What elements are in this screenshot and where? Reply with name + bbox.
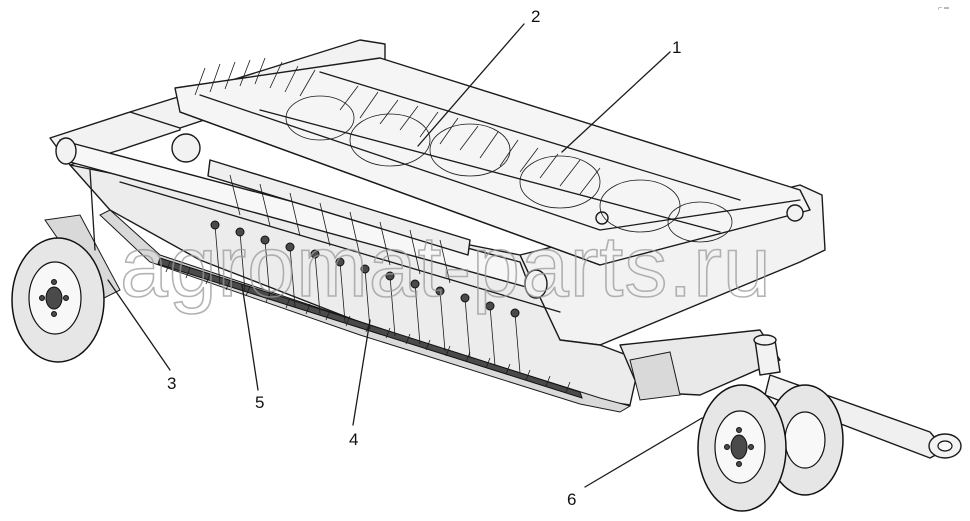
callout-6: 6 [567, 490, 576, 509]
pickup-fingers [119, 181, 561, 374]
rear-auger [171, 133, 471, 284]
callout-4: 4 [349, 430, 358, 449]
callout-5: 5 [255, 393, 264, 412]
watermark-text: agromat-parts.ru [120, 219, 772, 315]
reel-assembly [194, 57, 733, 243]
callout-3: 3 [167, 374, 176, 393]
left-wheel [11, 169, 121, 363]
callout-2: 2 [531, 7, 540, 26]
callout-1: 1 [672, 38, 681, 57]
leader-lines [107, 23, 703, 488]
transport-chassis [619, 329, 962, 512]
corner-mark: ⌐ ═ [938, 5, 949, 12]
